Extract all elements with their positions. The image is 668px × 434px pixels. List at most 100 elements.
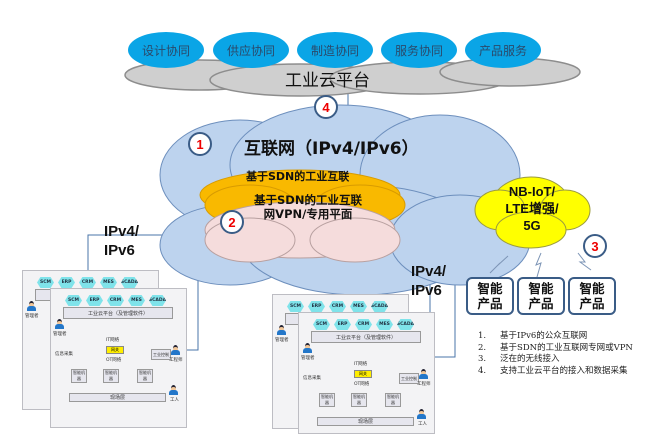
smart-machine-box: 智能机器 bbox=[351, 393, 367, 407]
service-label: 设计协同 bbox=[141, 43, 190, 58]
product-label: 产品 bbox=[579, 296, 605, 311]
ip-label-right: IPv4/ IPv6 bbox=[411, 262, 446, 300]
service-design-collab: 设计协同 bbox=[128, 32, 204, 68]
legend-num: 3. bbox=[478, 354, 487, 364]
manager-icon bbox=[303, 343, 312, 353]
sdn-front-line1: 基于SDN的工业互联 bbox=[254, 193, 362, 207]
legend-num: 4. bbox=[478, 365, 487, 376]
sdn-front-line2: 网VPN/专用平面 bbox=[263, 207, 353, 221]
app-hexagon: SCADA bbox=[397, 319, 414, 330]
app-hexagon: SCADA bbox=[371, 301, 388, 312]
product-label: 智能 bbox=[579, 281, 605, 296]
legend-item: 1.基于IPv6的公众互联网 bbox=[478, 331, 633, 343]
legend-text: 支持工业云平台的接入和数据采集 bbox=[500, 365, 628, 376]
app-hexagon: ERP bbox=[58, 277, 75, 288]
gateway-box: 网关 bbox=[354, 370, 372, 378]
manager-icon bbox=[277, 325, 286, 335]
app-hexagon: ERP bbox=[308, 301, 325, 312]
app-hexagon: MES bbox=[350, 301, 367, 312]
cloud-platform-title: 工业云平台 bbox=[285, 71, 370, 91]
service-label: 制造协同 bbox=[310, 43, 359, 58]
app-hexagon: MES bbox=[376, 319, 393, 330]
ot-network-label: OT网络 bbox=[106, 358, 122, 363]
ip-label-line: IPv6 bbox=[411, 282, 442, 299]
badge-1: 1 bbox=[188, 132, 212, 156]
legend-item: 3.泛在的无线接入 bbox=[478, 354, 633, 366]
app-hexagon: CRM bbox=[107, 295, 124, 306]
legend-num: 2. bbox=[478, 342, 487, 353]
app-hexagon: MES bbox=[100, 277, 117, 288]
ip-label-left: IPv4/ IPv6 bbox=[104, 222, 139, 260]
worker-label: 工人 bbox=[418, 422, 427, 427]
collect-label: 信息采集 bbox=[303, 376, 321, 381]
badge-4: 4 bbox=[314, 95, 338, 119]
service-manufacturing-collab: 制造协同 bbox=[297, 32, 373, 68]
app-hexagon: CRM bbox=[329, 301, 346, 312]
legend-text: 基于IPv6的公众互联网 bbox=[500, 331, 588, 341]
smart-product-3: 智能 产品 bbox=[568, 277, 616, 315]
product-label: 智能 bbox=[528, 281, 554, 296]
smart-product-2: 智能 产品 bbox=[517, 277, 565, 315]
ot-network-label: OT网络 bbox=[354, 382, 370, 387]
internet-title: 互联网（IPv4/IPv6） bbox=[244, 139, 419, 159]
smart-machine-box: 智能机器 bbox=[319, 393, 335, 407]
manager-label: 管理者 bbox=[301, 356, 315, 361]
app-hexagon: SCADA bbox=[121, 277, 138, 288]
it-network-label: IT网络 bbox=[354, 362, 368, 367]
smart-machine-box: 智能机器 bbox=[385, 393, 401, 407]
smart-machine-box: 智能机器 bbox=[71, 369, 87, 383]
smart-machine-box: 智能机器 bbox=[103, 369, 119, 383]
lightning-icon bbox=[577, 252, 592, 271]
badge-3: 3 bbox=[583, 234, 607, 258]
engineer-icon bbox=[419, 369, 428, 379]
app-hexagon: SCM bbox=[287, 301, 304, 312]
app-hexagon: CRM bbox=[355, 319, 372, 330]
manager-label: 管理者 bbox=[25, 314, 39, 319]
field-layer-bar: 现场层 bbox=[69, 393, 166, 402]
engineer-icon bbox=[171, 345, 180, 355]
smart-machine-box: 智能机器 bbox=[137, 369, 153, 383]
app-hexagon: ERP bbox=[86, 295, 103, 306]
app-hexagon: SCM bbox=[37, 277, 54, 288]
service-service-collab: 服务协同 bbox=[381, 32, 457, 68]
product-label: 智能 bbox=[477, 281, 503, 296]
service-label: 服务协同 bbox=[394, 43, 443, 58]
engineer-label: 工程师 bbox=[417, 382, 431, 387]
lightning-icon bbox=[489, 255, 509, 274]
worker-icon bbox=[417, 409, 426, 419]
app-hexagon: SCM bbox=[65, 295, 82, 306]
legend-item: 4. 支持工业云平台的接入和数据采集 bbox=[478, 366, 633, 378]
sdn-back-title: 基于SDN的工业互联 bbox=[246, 170, 350, 183]
wireless-line2: LTE增强/ bbox=[505, 201, 559, 216]
service-label: 供应协同 bbox=[226, 43, 275, 58]
wireless-signals bbox=[489, 252, 592, 278]
app-hexagon: CRM bbox=[79, 277, 96, 288]
manager-label: 管理者 bbox=[275, 338, 289, 343]
field-layer-bar: 现场层 bbox=[317, 417, 414, 426]
ip-label-line: IPv6 bbox=[104, 242, 135, 259]
wireless-cloud-shape bbox=[474, 176, 591, 249]
ip-label-line: IPv4/ bbox=[411, 263, 447, 280]
industrial-control-box: 工业控制 bbox=[399, 373, 419, 384]
app-hexagon: ERP bbox=[334, 319, 351, 330]
worker-icon bbox=[169, 385, 178, 395]
it-network-label: IT网络 bbox=[106, 338, 120, 343]
app-hexagon: SCADA bbox=[149, 295, 166, 306]
service-supply-collab: 供应协同 bbox=[213, 32, 289, 68]
legend-text: 基于SDN的工业互联网专网或VPN bbox=[500, 342, 633, 353]
manager-label: 管理者 bbox=[53, 332, 67, 337]
smart-product-1: 智能 产品 bbox=[466, 277, 514, 315]
collect-label: 信息采集 bbox=[55, 352, 73, 357]
manager-icon bbox=[27, 301, 36, 311]
sdn-front-title: 基于SDN的工业互联 网VPN/专用平面 bbox=[248, 193, 368, 221]
product-label: 产品 bbox=[528, 296, 554, 311]
worker-label: 工人 bbox=[170, 398, 179, 403]
badge-2: 2 bbox=[220, 210, 244, 234]
engineer-label: 工程师 bbox=[169, 358, 183, 363]
wireless-line1: NB-IoT/ bbox=[508, 184, 556, 199]
wireless-title: NB-IoT/ LTE增强/ 5G bbox=[497, 183, 567, 234]
app-hexagon: MES bbox=[128, 295, 145, 306]
manager-icon bbox=[55, 319, 64, 329]
